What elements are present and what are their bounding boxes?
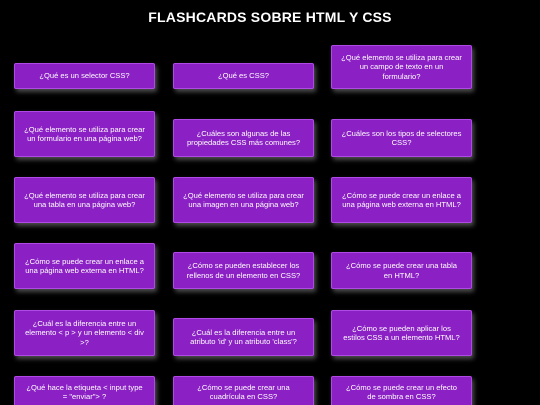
flashcard-18[interactable]: ¿Cómo se puede crear un efecto de sombra…: [331, 376, 472, 405]
flashcard-6[interactable]: ¿Cuáles son los tipos de selectores CSS?: [331, 119, 472, 157]
flashcard-17[interactable]: ¿Cómo se puede crear una cuadrícula en C…: [173, 376, 314, 405]
flashcard-4[interactable]: ¿Qué elemento se utiliza para crear un f…: [14, 111, 155, 157]
flashcard-question: ¿Cómo se pueden establecer los rellenos …: [186, 261, 301, 280]
flashcard-15[interactable]: ¿Cómo se pueden aplicar los estilos CSS …: [331, 310, 472, 356]
flashcard-question: ¿Cuáles son los tipos de selectores CSS?: [341, 128, 462, 147]
flashcard-8[interactable]: ¿Qué elemento se utiliza para crear una …: [173, 177, 314, 223]
flashcard-question: ¿Cuál es la diferencia entre un elemento…: [25, 319, 144, 347]
flashcard-question: ¿Qué elemento se utiliza para crear una …: [183, 190, 304, 209]
flashcard-question: ¿Qué elemento se utiliza para crear un c…: [341, 53, 462, 81]
flashcard-2[interactable]: ¿Qué es CSS?: [173, 63, 314, 89]
flashcard-question: ¿Qué elemento se utiliza para crear un f…: [24, 124, 145, 143]
flashcard-question: ¿Cómo se puede crear un enlace a una pág…: [24, 256, 145, 275]
page-title: FLASHCARDS SOBRE HTML Y CSS: [148, 9, 392, 25]
flashcard-12[interactable]: ¿Cómo se puede crear una tabla en HTML?: [331, 252, 472, 289]
flashcard-question: ¿Qué hace la etiqueta < input type = "en…: [26, 383, 143, 402]
flashcard-question: ¿Cómo se pueden aplicar los estilos CSS …: [343, 323, 460, 342]
flashcard-question: ¿Cómo se puede crear una cuadrícula en C…: [197, 383, 290, 402]
flashcard-question: ¿Cómo se puede crear un efecto de sombra…: [345, 383, 457, 402]
flashcard-question: ¿Cómo se puede crear un enlace a una pág…: [341, 190, 462, 209]
flashcard-question: ¿Qué elemento se utiliza para crear una …: [24, 190, 145, 209]
flashcard-5[interactable]: ¿Cuáles son algunas de las propiedades C…: [173, 119, 314, 157]
flashcard-question: ¿Qué es un selector CSS?: [39, 71, 130, 81]
flashcard-9[interactable]: ¿Cómo se puede crear un enlace a una pág…: [331, 177, 472, 223]
flashcard-1[interactable]: ¿Qué es un selector CSS?: [14, 63, 155, 89]
flashcard-question: ¿Qué es CSS?: [217, 71, 270, 81]
flashcard-3[interactable]: ¿Qué elemento se utiliza para crear un c…: [331, 45, 472, 89]
flashcard-question: ¿Cómo se puede crear una tabla en HTML?: [345, 261, 458, 280]
flashcard-question: ¿Cuál es la diferencia entre un atributo…: [190, 327, 297, 346]
flashcard-question: ¿Cuáles son algunas de las propiedades C…: [186, 128, 301, 147]
flashcard-7[interactable]: ¿Qué elemento se utiliza para crear una …: [14, 177, 155, 223]
flashcard-16[interactable]: ¿Qué hace la etiqueta < input type = "en…: [14, 376, 155, 405]
flashcard-11[interactable]: ¿Cómo se pueden establecer los rellenos …: [173, 252, 314, 289]
flashcard-14[interactable]: ¿Cuál es la diferencia entre un atributo…: [173, 318, 314, 356]
flashcard-13[interactable]: ¿Cuál es la diferencia entre un elemento…: [14, 310, 155, 356]
flashcard-10[interactable]: ¿Cómo se puede crear un enlace a una pág…: [14, 243, 155, 289]
